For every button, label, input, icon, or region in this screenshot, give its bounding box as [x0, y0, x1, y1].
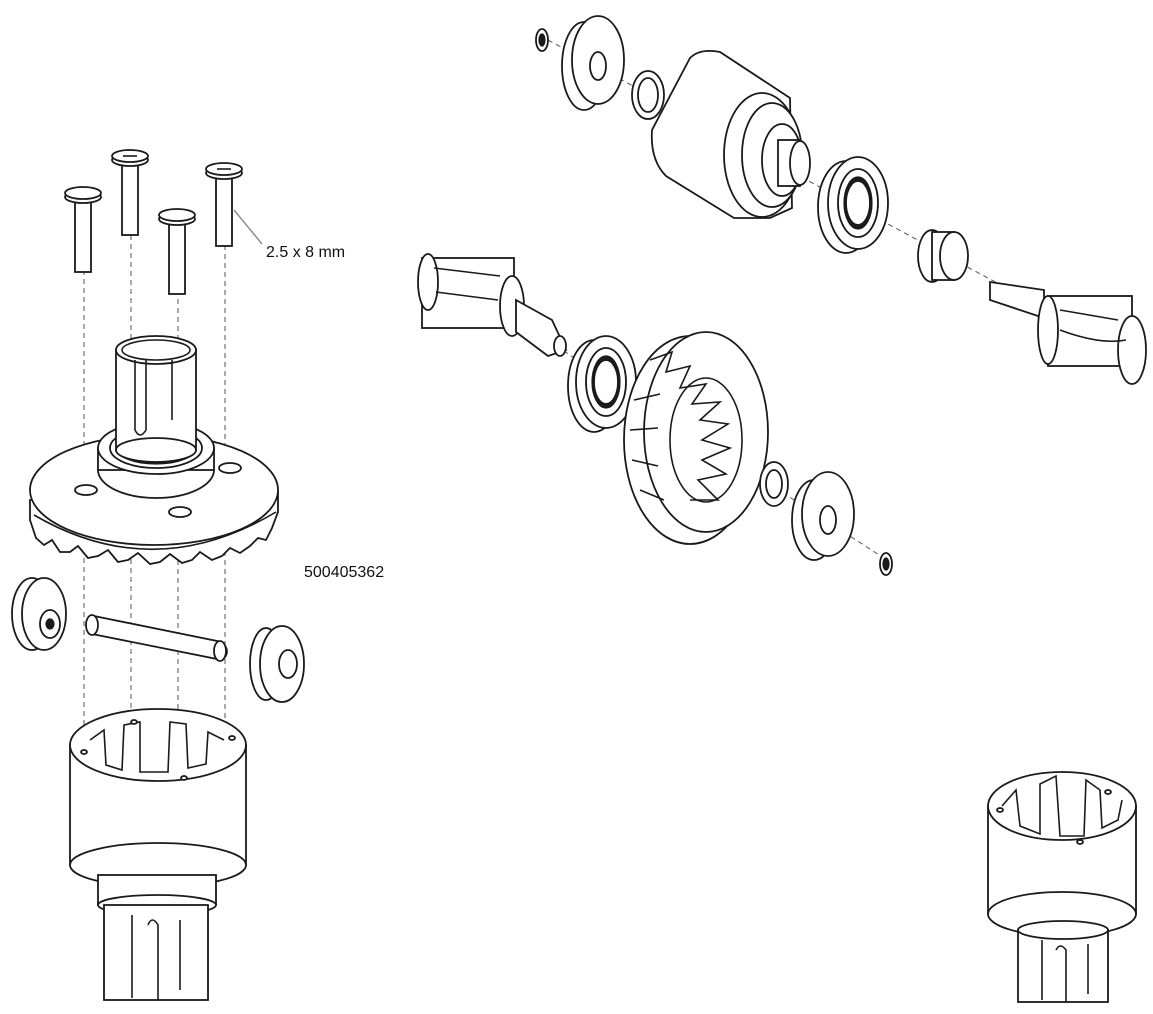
diff-case — [69, 708, 247, 1001]
shim — [631, 70, 665, 120]
right-assembly — [417, 15, 1147, 576]
diff-gear — [11, 577, 67, 651]
diff-case — [650, 49, 811, 219]
bearing — [817, 156, 889, 254]
screw — [158, 208, 196, 295]
diff-output-cup — [417, 253, 568, 358]
ring-gear — [623, 331, 769, 545]
part-number-label: 500405362 — [304, 564, 385, 581]
bearing — [567, 335, 637, 433]
diff-gear — [561, 15, 625, 111]
screw — [64, 186, 102, 273]
screw-leader-line — [233, 209, 263, 245]
left-assembly — [11, 149, 305, 1001]
assembled-diff — [987, 771, 1137, 1003]
diff-gear — [249, 625, 305, 703]
diff-gear — [791, 471, 855, 561]
diff-output-cup — [115, 335, 197, 463]
screw-size-label: 2.5 x 8 mm — [266, 244, 346, 261]
screw — [111, 149, 149, 236]
cross-pin — [85, 614, 228, 662]
bushing — [917, 229, 969, 283]
e-clip — [535, 28, 549, 52]
shim — [759, 461, 789, 507]
screw — [205, 162, 243, 247]
diff-output-cup — [989, 280, 1147, 385]
e-clip — [879, 552, 893, 576]
